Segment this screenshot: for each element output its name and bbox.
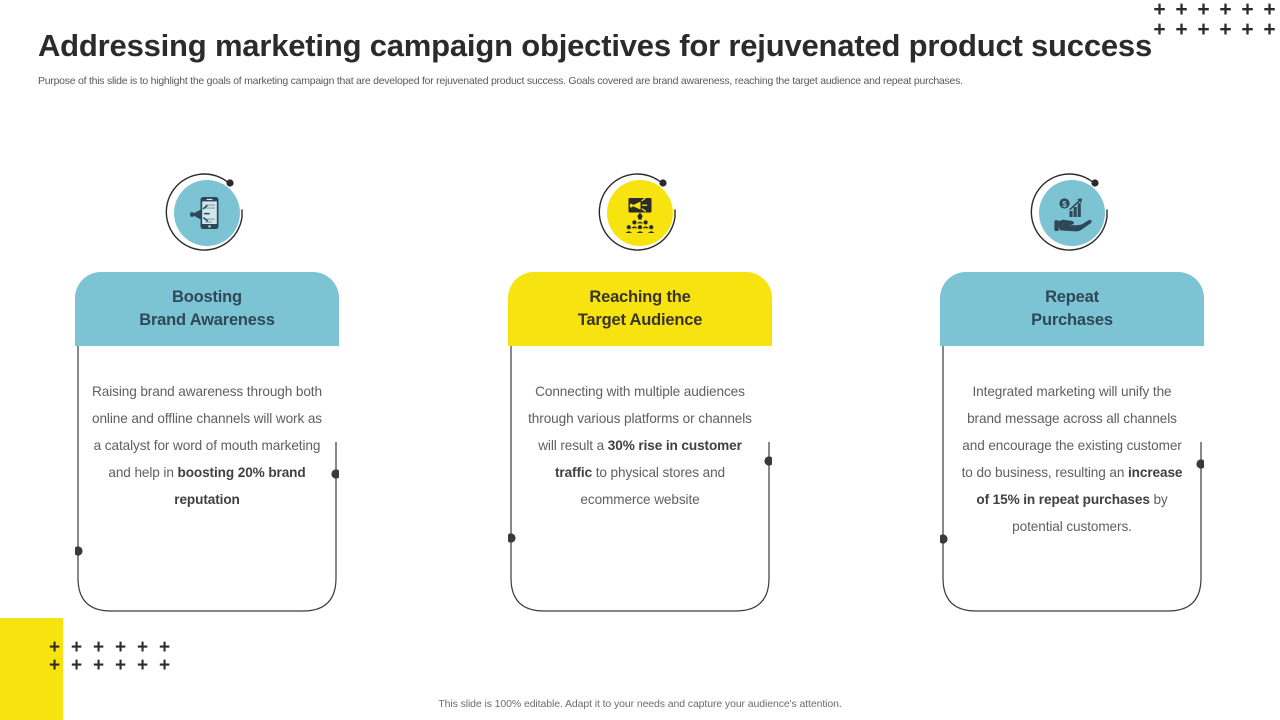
objective-card-repeat-purchases[interactable]: $ Repeat Purchases Integrated marketing …	[940, 160, 1204, 612]
plus-glyph: +	[1219, 0, 1232, 21]
connector-dot-left	[75, 546, 83, 556]
plus-glyph: +	[48, 637, 61, 658]
card-header-plate: Repeat Purchases	[940, 272, 1204, 346]
plus-glyph: +	[136, 637, 149, 658]
plus-glyph: +	[136, 655, 149, 676]
plus-pattern-top-right: ++++++++++++	[1149, 0, 1280, 41]
card-frame: Integrated marketing will unify the bran…	[940, 346, 1204, 612]
yellow-corner-block	[0, 618, 63, 720]
card-header-plate: Reaching the Target Audience	[508, 272, 772, 346]
card-title-line2: Brand Awareness	[139, 311, 275, 329]
plus-glyph: +	[1219, 18, 1232, 41]
card-frame: Raising brand awareness through both onl…	[75, 346, 339, 612]
smartphone-megaphone-icon	[174, 180, 240, 246]
plus-glyph: +	[92, 655, 105, 676]
icon-medallion	[597, 170, 683, 256]
plus-glyph: +	[114, 655, 127, 676]
footer-note: This slide is 100% editable. Adapt it to…	[438, 698, 842, 710]
plus-pattern-bottom-left: ++++++++++++	[44, 637, 175, 676]
plus-glyph: +	[1175, 18, 1188, 41]
icon-medallion: $	[1029, 170, 1115, 256]
card-title-line1: Reaching the	[589, 287, 691, 306]
ring-arc-decoration	[1030, 173, 1108, 251]
plus-glyph: +	[1263, 0, 1276, 21]
plus-glyph: +	[92, 637, 105, 658]
plus-glyph: +	[1153, 0, 1166, 21]
plus-glyph: +	[114, 637, 127, 658]
plus-glyph: +	[158, 637, 171, 658]
plus-glyph: +	[1197, 0, 1210, 21]
ring-arc-decoration	[165, 173, 243, 251]
hand-growth-chart-dollar-icon: $	[1039, 180, 1105, 246]
megaphone-audience-icon	[607, 180, 673, 246]
card-header-plate: Boosting Brand Awareness	[75, 272, 339, 346]
card-frame: Connecting with multiple audiences throu…	[508, 346, 772, 612]
objective-card-brand-awareness[interactable]: Boosting Brand Awareness Raising brand a…	[75, 160, 339, 612]
plus-glyph: +	[70, 637, 83, 658]
plus-glyph: +	[1263, 18, 1276, 41]
card-title-line2: Target Audience	[577, 311, 703, 329]
card-title-line1: Repeat	[1045, 287, 1099, 306]
card-title-line2: Purchases	[1031, 311, 1113, 329]
svg-text:$: $	[1062, 199, 1067, 209]
plus-glyph: +	[1241, 0, 1254, 21]
card-body-text: Integrated marketing will unify the bran…	[961, 384, 1183, 535]
icon-medallion	[164, 170, 250, 256]
card-body-text: Raising brand awareness through both onl…	[91, 384, 322, 508]
page-subtitle: Purpose of this slide is to highlight th…	[38, 75, 963, 87]
objective-card-target-audience[interactable]: Reaching the Target Audience Connecting …	[508, 160, 772, 612]
card-body-text: Connecting with multiple audiences throu…	[528, 384, 752, 508]
plus-glyph: +	[1153, 18, 1166, 41]
plus-glyph: +	[1197, 18, 1210, 41]
connector-dot-left	[508, 533, 516, 543]
plus-glyph: +	[1241, 18, 1254, 41]
card-title-line1: Boosting	[172, 287, 242, 306]
ring-arc-decoration	[598, 173, 676, 251]
plus-glyph: +	[158, 655, 171, 676]
plus-glyph: +	[70, 655, 83, 676]
plus-glyph: +	[1175, 0, 1188, 21]
plus-glyph: +	[48, 655, 61, 676]
page-title: Addressing marketing campaign objectives…	[38, 28, 1152, 63]
